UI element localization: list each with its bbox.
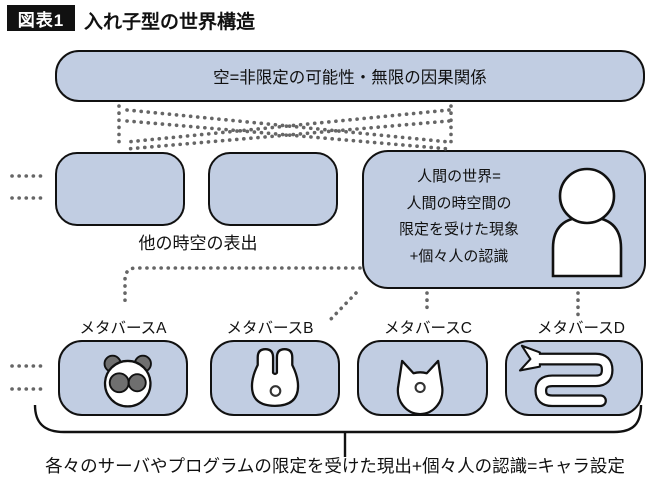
link-human-to-metaverse-b bbox=[328, 291, 358, 322]
metaverse-a-label: メタバースA bbox=[79, 320, 167, 337]
sky-crossing-link bbox=[125, 108, 451, 144]
rabbit-icon bbox=[250, 348, 300, 407]
other-world-box-2 bbox=[208, 152, 338, 226]
human-world-line: 人間の世界= bbox=[417, 168, 501, 185]
cat-icon bbox=[396, 359, 444, 414]
sky-crossing-link bbox=[125, 119, 451, 151]
person-icon bbox=[551, 167, 623, 278]
metaverse-c-label: メタバースC bbox=[384, 320, 472, 337]
metaverse-b-box bbox=[210, 340, 340, 416]
other-world-box-1 bbox=[55, 152, 185, 226]
human-world-line: 限定を受けた現象 bbox=[398, 221, 519, 238]
sky-crossing-link bbox=[125, 119, 451, 151]
metaverse-c-box bbox=[357, 340, 488, 416]
metaverse-d-box bbox=[505, 340, 643, 416]
metaverse-d-label: メタバースD bbox=[537, 320, 625, 337]
human-world-line: +個々人の認識 bbox=[409, 247, 509, 265]
figure-caption: 各々のサーバやプログラムの限定を受けた現出+個々人の認識=キャラ設定 bbox=[45, 456, 625, 476]
metaverse-b-label: メタバースB bbox=[226, 320, 314, 337]
human-world-line: 人間の時空間の bbox=[406, 194, 512, 212]
sky-box-label: 空=非限定の可能性・無限の因果関係 bbox=[213, 69, 487, 87]
metaverse-a-box bbox=[58, 340, 188, 416]
sky-crossing-link bbox=[125, 108, 451, 144]
other-worlds-label: 他の時空の表出 bbox=[138, 234, 258, 253]
panda-icon bbox=[103, 354, 152, 408]
figure-title: 入れ子型の世界構造 bbox=[84, 12, 256, 33]
human-world-box: 人間の世界= 人間の時空間の 限定を受けた現象 +個々人の認識 bbox=[362, 150, 646, 289]
sky-box: 空=非限定の可能性・無限の因果関係 bbox=[55, 50, 645, 102]
snake-icon bbox=[518, 344, 614, 408]
link-human-to-metaverse-a bbox=[123, 266, 362, 308]
figure-number-tag: 図表1 bbox=[7, 5, 75, 31]
human-world-text: 人間の世界= 人間の時空間の 限定を受けた現象 +個々人の認識 bbox=[374, 164, 544, 270]
